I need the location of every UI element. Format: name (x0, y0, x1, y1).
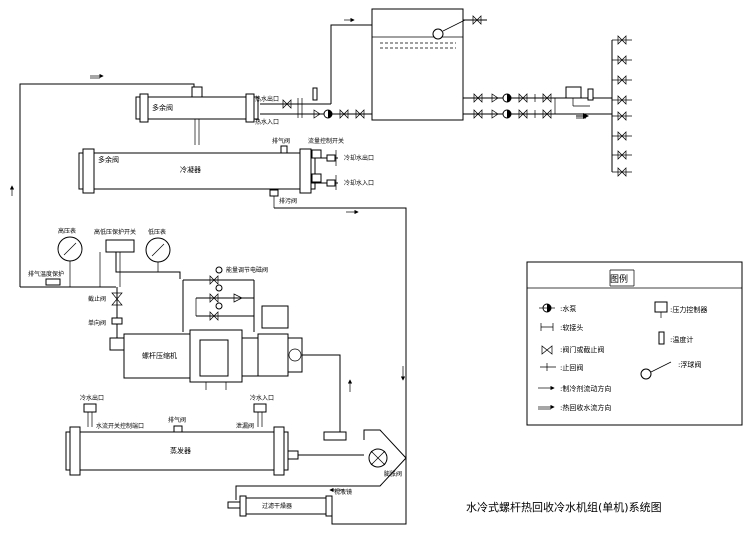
pressure-switch-icon (105, 239, 135, 253)
pump-station (463, 86, 612, 119)
float-ball-icon (432, 28, 444, 40)
float-ball-icon (640, 368, 652, 380)
legend-item-label: :浮球阀 (678, 360, 701, 369)
hot-water-inlet-label: 热水入口 (255, 118, 279, 126)
drain-valve-label: 排污阀 (279, 197, 297, 205)
cooling-water-ports (311, 149, 338, 190)
filter-drier-label: 过滤干燥器 (262, 502, 292, 510)
legend-box (526, 261, 743, 426)
gate-valve-icon (472, 15, 482, 25)
legend-item-label: :阀门或截止阀 (560, 345, 604, 354)
evap-water-out-label: 冷水出口 (80, 394, 104, 402)
legend-item-label: :热回收水流方向 (560, 403, 611, 412)
sight-glass-label: 视液镜 (334, 488, 352, 496)
evaporator-label: 蒸发器 (170, 446, 191, 455)
hot-water-tank (371, 8, 487, 121)
compressor-label: 螺杆压缩机 (142, 351, 177, 360)
diagram-title: 水冷式螺杆热回收冷水机组(单机)系统图 (466, 500, 662, 514)
evap-flow-switch-label: 水流开关控制端口 (96, 422, 144, 430)
evap-drain-label: 泄漏阀 (236, 422, 254, 430)
solenoid-valve-label: 能量调节电磁阀 (226, 266, 268, 274)
hot-water-pipes (260, 17, 372, 119)
check-valve-icon (111, 317, 123, 325)
condenser-multi-valve-label: 多余阀 (98, 155, 119, 164)
condenser-label: 冷凝器 (180, 165, 201, 174)
legend-item-label: :温度计 (670, 335, 693, 344)
evap-vent-label: 排气阀 (168, 416, 186, 424)
cooling-water-inlet-label: 冷却水入口 (344, 179, 374, 187)
check-valve-label: 单向阀 (88, 319, 106, 327)
flexible-joint-icon (540, 323, 554, 331)
outlet-branch-list (612, 35, 632, 177)
high-pressure-gauge-label: 高压表 (58, 227, 76, 235)
screw-compressor (109, 305, 303, 390)
legend-item-label: :水泵 (560, 304, 576, 313)
check-valve-icon (540, 363, 556, 371)
pressure-controller-icon (565, 86, 582, 99)
water-flow-switch-label: 流量控制开关 (308, 137, 344, 145)
condenser-vessel (78, 145, 316, 208)
discharge-line (20, 236, 181, 340)
cooling-water-outlet-label: 冷却水出口 (344, 154, 374, 162)
expansion-valve-label: 膨胀阀 (384, 470, 402, 478)
shutoff-valve-icon (111, 292, 123, 306)
pressure-controller-icon (654, 301, 668, 313)
legend-item-label: :软接头 (560, 323, 583, 332)
pressure-switch-label: 高低压保护开关 (94, 228, 136, 236)
hot-water-outlet-label: 热水出口 (255, 95, 279, 103)
condenser-vent-label: 排气阀 (272, 137, 290, 145)
capacity-solenoid-valves (182, 266, 255, 332)
low-pressure-gauge-label: 低压表 (148, 228, 166, 236)
suction-line (302, 354, 353, 408)
legend-title: 图例 (610, 273, 628, 285)
exhaust-temp-label: 排气温度保护 (28, 270, 64, 278)
thermometer-icon (312, 87, 318, 101)
evap-water-in-label: 冷水入口 (250, 394, 274, 402)
legend-item-label: :止回阀 (560, 363, 583, 372)
legend-item-label: :压力控制器 (670, 305, 707, 314)
shutoff-valve-label: 截止阀 (88, 295, 106, 303)
thermometer-icon (587, 88, 594, 101)
legend-item-label: :制冷剂流动方向 (560, 384, 611, 393)
heat-recovery-condenser (135, 86, 259, 145)
thermometer-icon (658, 331, 665, 345)
refrigerant-loop (9, 73, 407, 405)
evaporator-vessel (65, 403, 347, 476)
filter-drier (227, 495, 333, 517)
gate-valve-icon (541, 345, 553, 355)
water-distribution-header (611, 35, 632, 177)
top-expansion-label: 多余阀 (152, 103, 173, 112)
